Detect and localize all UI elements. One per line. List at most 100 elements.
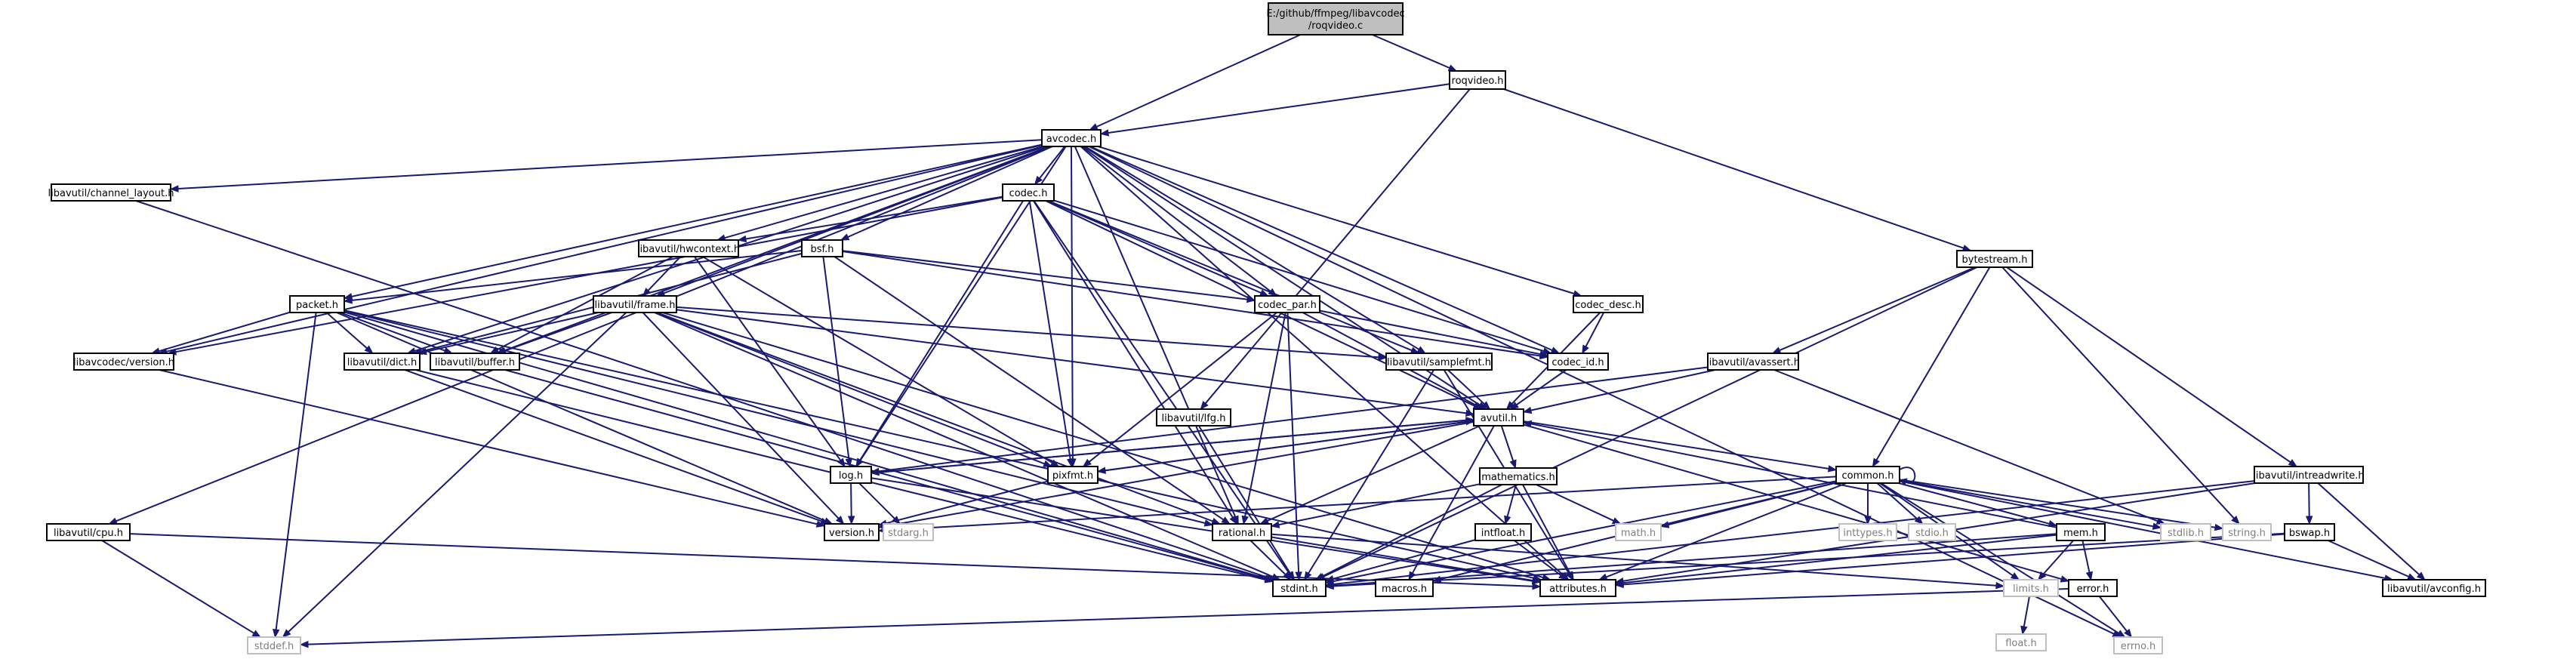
- node-cpu-h[interactable]: libavutil/cpu.h: [46, 523, 131, 541]
- edge-line: [1333, 539, 1476, 580]
- edge-arrowhead: [1611, 517, 1622, 525]
- edge-line: [159, 311, 291, 353]
- node-codec-par-h[interactable]: codec_par.h: [1254, 295, 1320, 313]
- edge-arrowhead: [1582, 344, 1589, 355]
- edge-lavc_version_h-to-version_h: [159, 369, 826, 528]
- node-avconfig-h[interactable]: libavutil/avconfig.h: [2382, 579, 2486, 597]
- edge-line: [2328, 540, 2409, 577]
- node-log-h[interactable]: log.h: [830, 466, 872, 484]
- edge-line: [2098, 596, 2128, 632]
- node-packet-h[interactable]: packet.h: [289, 295, 345, 313]
- edge-frame_h-to-version_h: [642, 312, 845, 525]
- node-intreadwrite-h[interactable]: libavutil/intreadwrite.h: [2253, 466, 2365, 484]
- edge-line: [1028, 200, 1071, 460]
- edge-rational_h-to-stdint_h: [1249, 540, 1292, 580]
- node-label: avutil.h: [1481, 413, 1518, 424]
- edge-line: [1899, 479, 2154, 528]
- edge-intreadwrite_h-to-bswap_h: [2305, 482, 2313, 525]
- node-bswap-h[interactable]: bswap.h: [2284, 523, 2335, 541]
- edge-bytestream_h-to-intreadwrite_h: [2006, 266, 2298, 467]
- node-label: libavutil/dict.h: [347, 357, 418, 368]
- edge-line: [1333, 480, 1837, 583]
- node-samplefmt-h[interactable]: libavutil/samplefmt.h: [1385, 353, 1493, 371]
- node-box: [1539, 579, 1616, 597]
- edge-line: [1523, 423, 2062, 580]
- node-roqvideo-c[interactable]: E:/github/ffmpeg/libavcodec/roqvideo.c: [1266, 2, 1405, 35]
- edge-arrowhead: [1481, 401, 1491, 410]
- node-stdint-h[interactable]: stdint.h: [1272, 579, 1327, 597]
- node-attributes-h[interactable]: attributes.h: [1539, 579, 1616, 597]
- edge-line: [1071, 146, 1074, 460]
- node-avassert-h[interactable]: libavutil/avassert.h: [1706, 353, 1800, 371]
- edge-arrowhead: [1324, 582, 1334, 590]
- node-hwcontext-h[interactable]: libavutil/hwcontext.h: [637, 239, 740, 257]
- node-lavc-version-h[interactable]: libavcodec/version.h: [73, 353, 174, 371]
- node-avcodec-h[interactable]: avcodec.h: [1041, 129, 1102, 147]
- edge-line: [1053, 199, 1544, 353]
- node-avutil-h[interactable]: avutil.h: [1473, 408, 1524, 427]
- node-label: error.h: [2077, 584, 2109, 595]
- edge-arrowhead: [418, 348, 427, 356]
- edge-arrowhead: [169, 185, 179, 192]
- edge-arrowhead: [1099, 129, 1110, 137]
- edge-mathematics_h-to-rational_h: [1270, 483, 1481, 528]
- node-bsf-h[interactable]: bsf.h: [801, 239, 843, 257]
- node-codec-id-h[interactable]: codec_id.h: [1547, 353, 1609, 371]
- node-frame-h[interactable]: libavutil/frame.h: [593, 295, 677, 313]
- edge-arrowhead: [251, 630, 262, 638]
- node-channel-layout-h[interactable]: libavutil/channel_layout.h: [48, 183, 174, 202]
- edge-avcodec_h-to-codec_desc_h: [1098, 146, 1582, 297]
- node-version-h[interactable]: version.h: [824, 523, 880, 541]
- edge-arrowhead: [1229, 515, 1237, 525]
- edge-arrowhead: [2010, 572, 2020, 580]
- node-pixfmt-h[interactable]: pixfmt.h: [1047, 466, 1098, 484]
- edge-line: [177, 139, 1043, 189]
- node-intfloat-h[interactable]: intfloat.h: [1474, 523, 1532, 541]
- node-lfg-h[interactable]: libavutil/lfg.h: [1156, 408, 1231, 427]
- edge-common_h-to-version_h: [877, 476, 1837, 534]
- node-label: stddef.h: [254, 641, 294, 652]
- node-buffer-h[interactable]: libavutil/buffer.h: [430, 353, 520, 371]
- node-codec-desc-h[interactable]: codec_desc.h: [1573, 295, 1644, 313]
- edge-avcodec_h-to-cpu_h: [108, 146, 1051, 525]
- edge-arrowhead: [1082, 458, 1092, 467]
- node-rational-h[interactable]: rational.h: [1212, 523, 1272, 541]
- edge-line: [1333, 533, 2057, 587]
- node-label: intfloat.h: [1481, 528, 1526, 539]
- edge-line: [878, 366, 1709, 473]
- node-common-h[interactable]: common.h: [1835, 466, 1900, 484]
- node-mem-h[interactable]: mem.h: [2056, 523, 2106, 541]
- edge-codec_h-to-lavc_version_h: [167, 196, 1003, 356]
- edge-line: [886, 420, 1474, 527]
- node-stdarg-h: stdarg.h: [883, 523, 934, 541]
- edge-arrowhead: [2152, 522, 2162, 530]
- node-label: rational.h: [1219, 528, 1265, 539]
- node-label: bytestream.h: [1962, 254, 2028, 266]
- node-bytestream-h[interactable]: bytestream.h: [1956, 250, 2033, 268]
- edge-codec_id_h-to-avutil_h: [1509, 369, 1567, 410]
- node-label: libavutil/cpu.h: [54, 528, 123, 539]
- edge-line: [1096, 34, 1301, 128]
- edge-arrowhead: [1505, 401, 1515, 410]
- edge-arrowhead: [1286, 571, 1295, 581]
- edge-line: [1773, 369, 2158, 522]
- edge-arrowhead: [2060, 575, 2070, 583]
- node-error-h[interactable]: error.h: [2068, 579, 2118, 597]
- node-label: bsf.h: [810, 244, 834, 255]
- node-roqvideo-h[interactable]: roqvideo.h: [1449, 70, 1506, 90]
- node-macros-h[interactable]: macros.h: [1375, 579, 1434, 597]
- node-mathematics-h[interactable]: mathematics.h: [1479, 467, 1558, 485]
- node-label: libavutil/intreadwrite.h: [2253, 470, 2364, 482]
- edge-line: [1081, 146, 1271, 292]
- node-dict-h[interactable]: libavutil/dict.h: [344, 353, 421, 371]
- edge-arrowhead: [1550, 346, 1561, 354]
- edge-avcodec_h-to-packet_h: [343, 143, 1043, 300]
- edge-rational_h-to-limits_h: [1271, 533, 2005, 590]
- edge-line: [1530, 423, 2057, 528]
- edge-roqvideo_c-to-roqvideo_h: [1372, 34, 1458, 72]
- edge-arrowhead: [1304, 571, 1312, 581]
- node-codec-h[interactable]: codec.h: [1002, 183, 1055, 202]
- edge-line: [642, 312, 840, 519]
- edge-line: [1516, 369, 1567, 406]
- edge-avcodec_h-to-channel_layout_h: [169, 139, 1043, 192]
